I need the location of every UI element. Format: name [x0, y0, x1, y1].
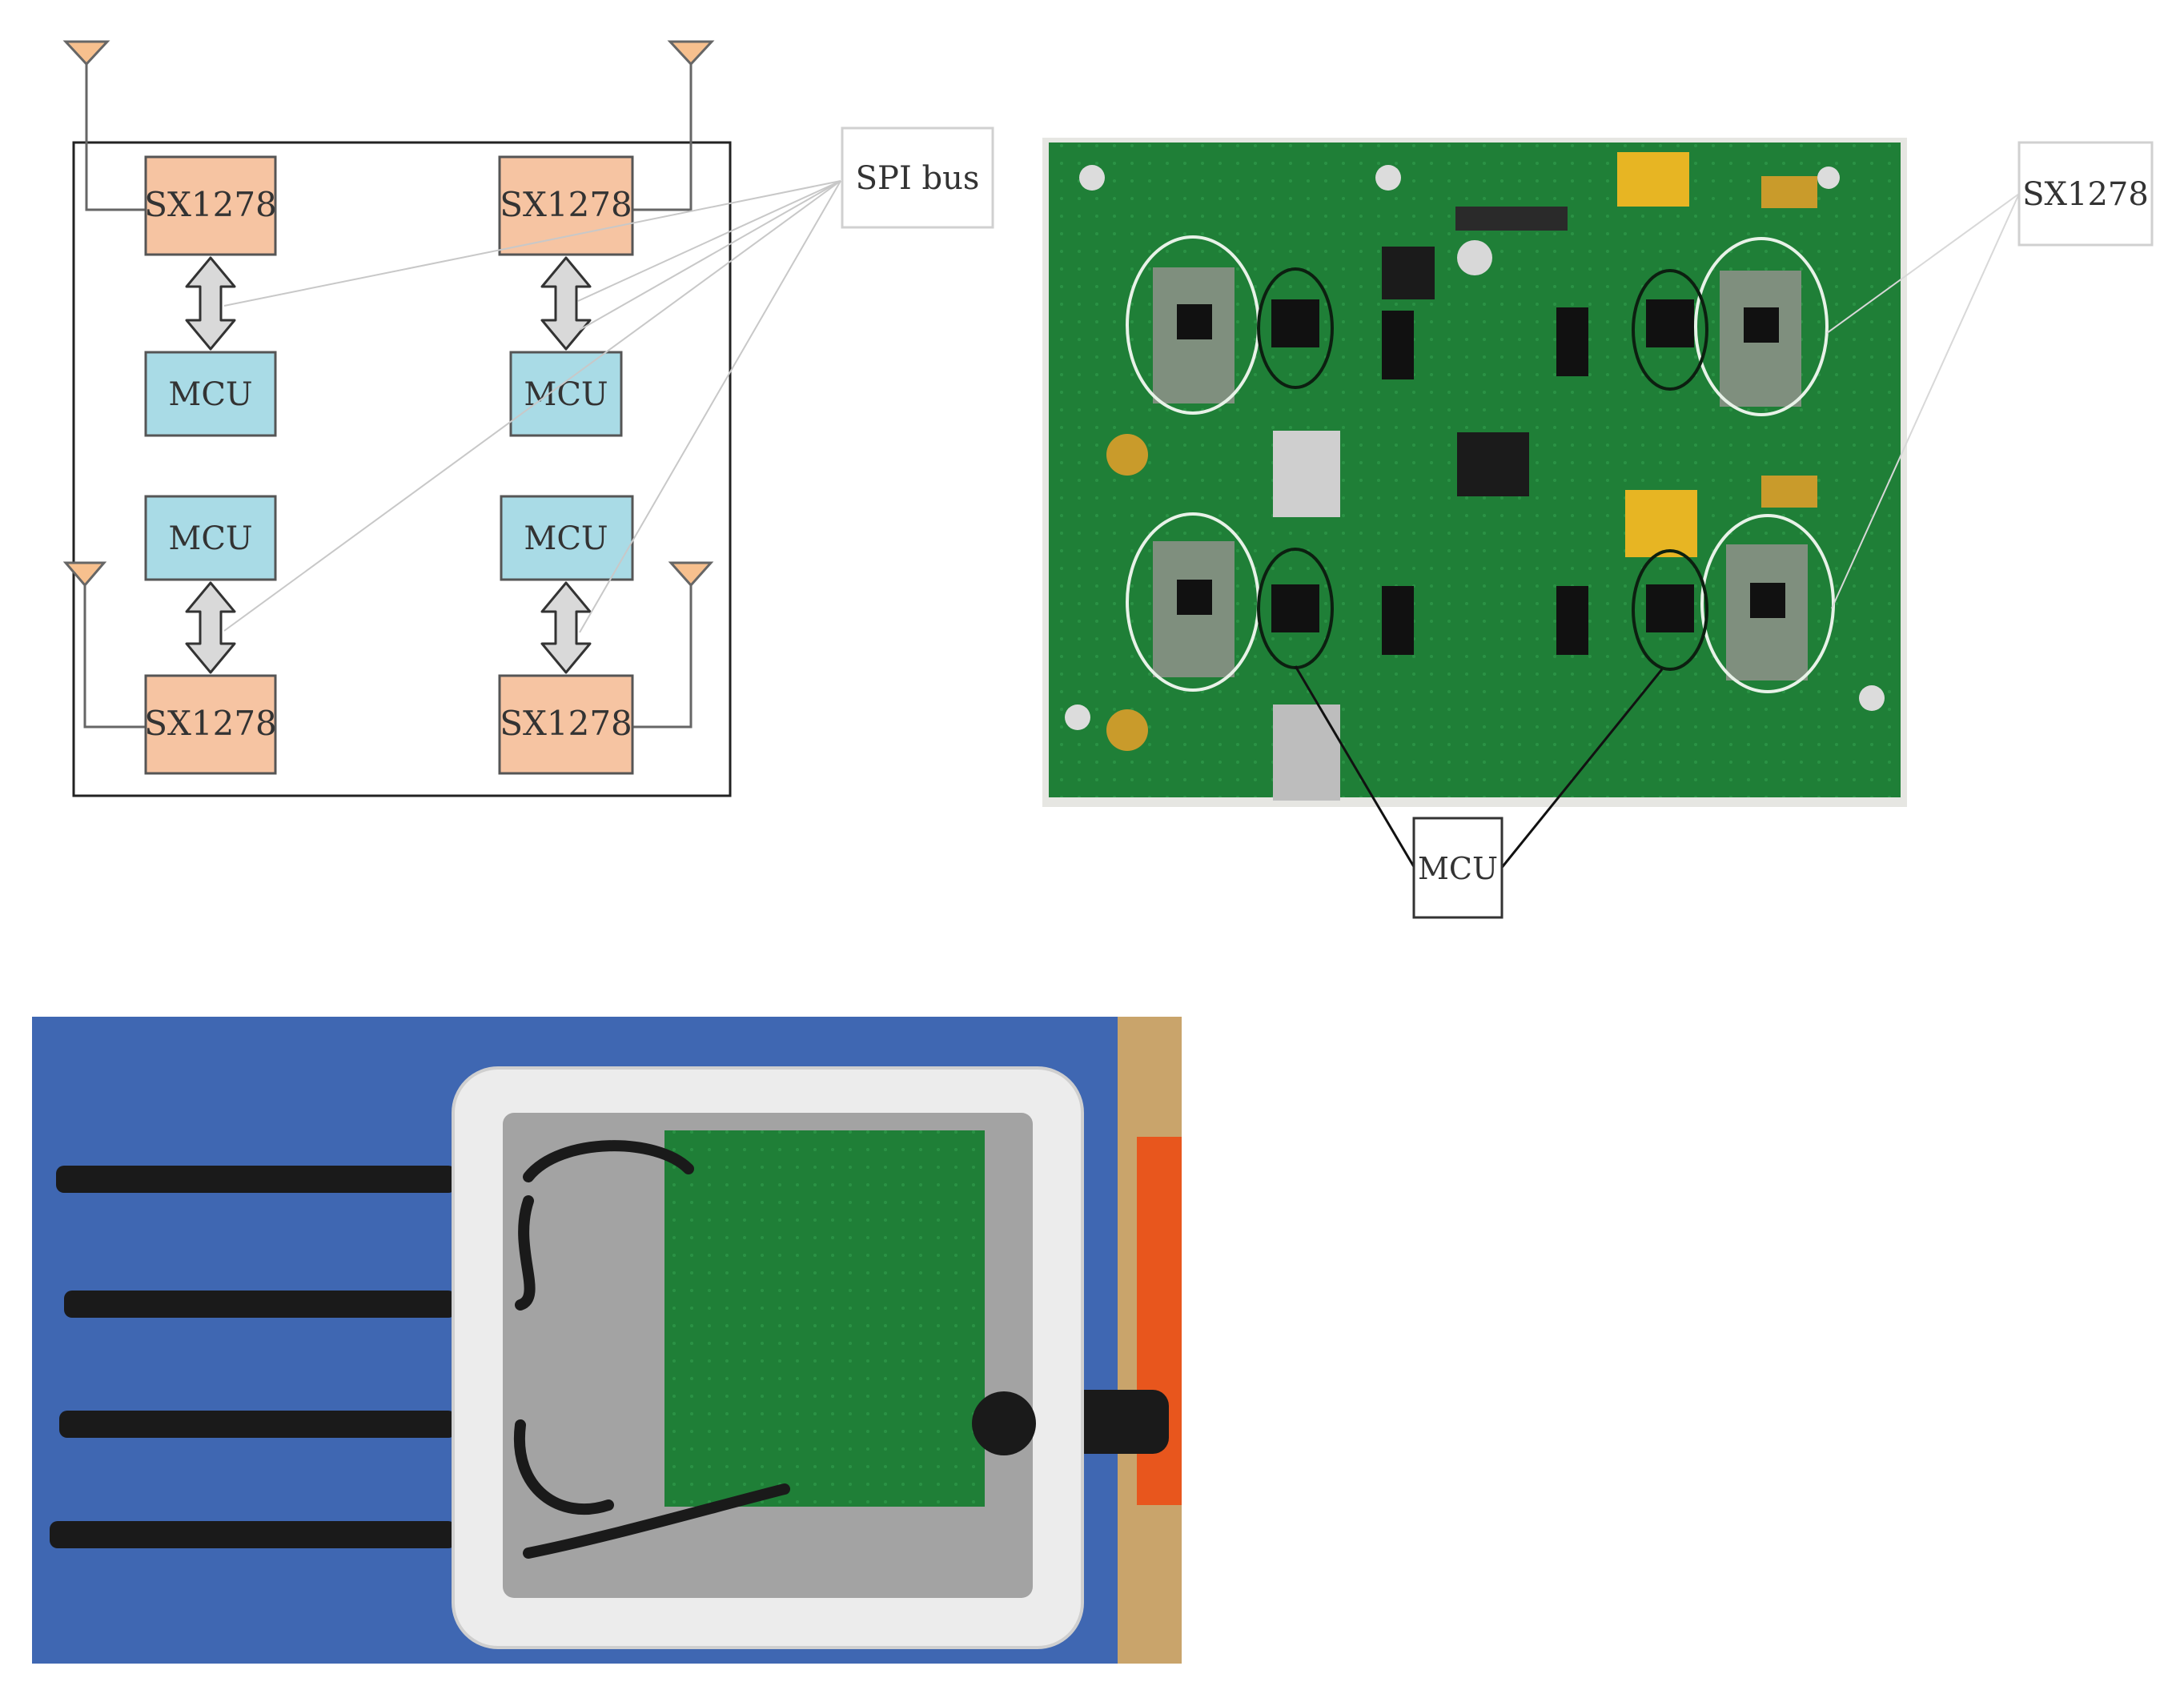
double-arrow-icon: [540, 256, 592, 351]
mcu-highlight-ellipse: [1632, 269, 1708, 391]
sx1278-chip-label: SX1278: [144, 704, 277, 743]
double-arrow-icon: [185, 581, 236, 674]
enclosure-photo: [32, 1017, 1182, 1664]
mcu-leader-lines: [1294, 665, 1664, 870]
antenna-rod: [59, 1411, 456, 1438]
sx1278-chip-label: SX1278: [500, 185, 632, 224]
mcu-block: MCU: [500, 495, 634, 581]
antenna-rod: [50, 1521, 456, 1548]
sx1278-chip: SX1278: [144, 155, 277, 256]
sx1278-chip: SX1278: [144, 674, 277, 775]
block-diagram: SX1278 SX1278 SX1278 SX1278 MCU MCU MCU: [62, 40, 994, 797]
double-arrow-icon: [185, 256, 236, 351]
antenna-rod: [56, 1166, 456, 1193]
antenna-icon: [62, 40, 146, 211]
sx1278-callout-label: SX1278: [2022, 176, 2149, 213]
sx1278-chip: SX1278: [498, 155, 634, 256]
mcu-block: MCU: [509, 351, 623, 437]
spi-bus-callout: SPI bus: [841, 126, 994, 229]
board-outline: [72, 141, 732, 797]
sx1278-module: [1720, 271, 1801, 407]
sx1278-module: [1153, 541, 1235, 677]
sx1278-module: [1153, 267, 1235, 403]
spi-bus-leader-lines: [223, 180, 841, 633]
mcu-block-label: MCU: [524, 520, 608, 557]
antenna-icon: [632, 561, 714, 729]
mcu-block-label: MCU: [168, 520, 252, 557]
double-arrow-icon: [540, 581, 592, 674]
antenna-icon: [632, 40, 715, 211]
mcu-callout: MCU: [1412, 817, 1504, 919]
sx1278-chip-label: SX1278: [144, 185, 277, 224]
mcu-block-label: MCU: [168, 376, 252, 413]
mcu-block: MCU: [144, 495, 277, 581]
enclosure-pcb: [664, 1130, 985, 1507]
mcu-highlight-ellipse: [1257, 267, 1334, 389]
sx1278-module: [1726, 544, 1808, 680]
mcu-callout-label: MCU: [1418, 851, 1498, 886]
antenna-rod: [64, 1291, 456, 1318]
antenna-icon: [62, 561, 146, 729]
mcu-highlight-ellipse: [1632, 549, 1708, 671]
spi-bus-label: SPI bus: [856, 160, 980, 197]
sx1278-callout: SX1278: [2017, 141, 2154, 247]
sx1278-chip: SX1278: [498, 674, 634, 775]
sx1278-highlight-ellipse: [1694, 237, 1829, 416]
sx1278-leader-lines: [1826, 193, 2020, 609]
pcb-photo: SX1278 MCU: [1042, 138, 2154, 919]
sx1278-chip-label: SX1278: [500, 704, 632, 743]
mcu-block-label: MCU: [524, 376, 608, 413]
mcu-block: MCU: [144, 351, 277, 437]
